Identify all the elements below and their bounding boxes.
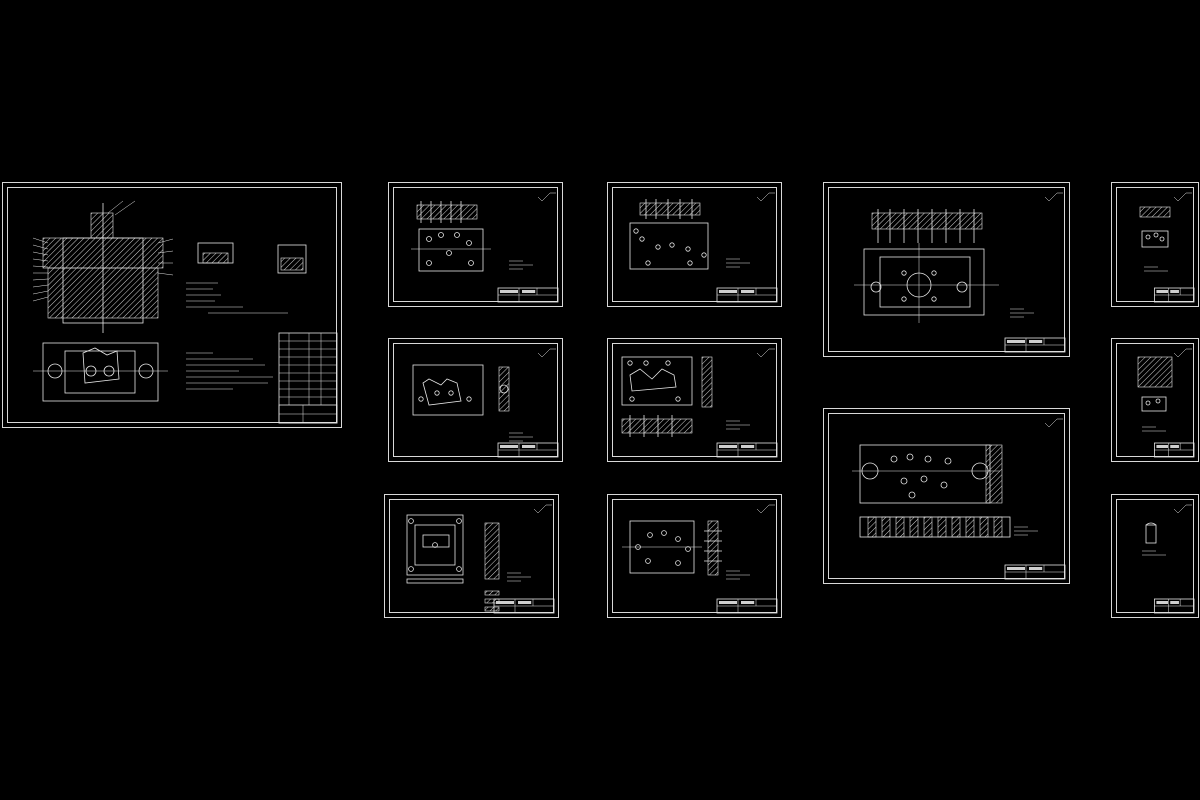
sheet-part-7[interactable] bbox=[1111, 338, 1199, 462]
sheet-border bbox=[612, 187, 777, 302]
part-drawing bbox=[1137, 348, 1195, 458]
sheet-part-4[interactable] bbox=[1111, 182, 1199, 307]
sheet-part-5[interactable] bbox=[388, 338, 563, 462]
sheet-border bbox=[828, 413, 1065, 579]
sheet-part-9[interactable] bbox=[384, 494, 559, 618]
sheet-border bbox=[393, 343, 558, 457]
assembly-drawing bbox=[32, 200, 338, 424]
sheet-assembly[interactable] bbox=[2, 182, 342, 428]
sheet-part-3[interactable] bbox=[823, 182, 1070, 357]
part-drawing bbox=[854, 192, 1066, 353]
part-drawing bbox=[629, 192, 778, 303]
sheet-border bbox=[393, 187, 558, 302]
sheet-part-1[interactable] bbox=[388, 182, 563, 307]
sheet-part-6[interactable] bbox=[607, 338, 782, 462]
part-drawing bbox=[621, 348, 778, 458]
sheet-part-2[interactable] bbox=[607, 182, 782, 307]
part-drawing bbox=[622, 504, 778, 614]
sheet-border bbox=[389, 499, 554, 613]
part-drawing bbox=[1142, 504, 1195, 614]
sheet-part-11[interactable] bbox=[1111, 494, 1199, 618]
part-drawing bbox=[412, 348, 559, 458]
sheet-part-8[interactable] bbox=[823, 408, 1070, 584]
sheet-border bbox=[7, 187, 337, 423]
part-drawing bbox=[406, 504, 555, 614]
part-drawing bbox=[852, 418, 1066, 580]
sheet-border bbox=[1116, 187, 1194, 302]
sheet-border bbox=[828, 187, 1065, 352]
part-drawing bbox=[1139, 192, 1195, 303]
sheet-border bbox=[1116, 343, 1194, 457]
sheet-part-10[interactable] bbox=[607, 494, 782, 618]
sheet-border bbox=[1116, 499, 1194, 613]
part-drawing bbox=[411, 192, 559, 303]
sheet-border bbox=[612, 343, 777, 457]
sheet-border bbox=[612, 499, 777, 613]
